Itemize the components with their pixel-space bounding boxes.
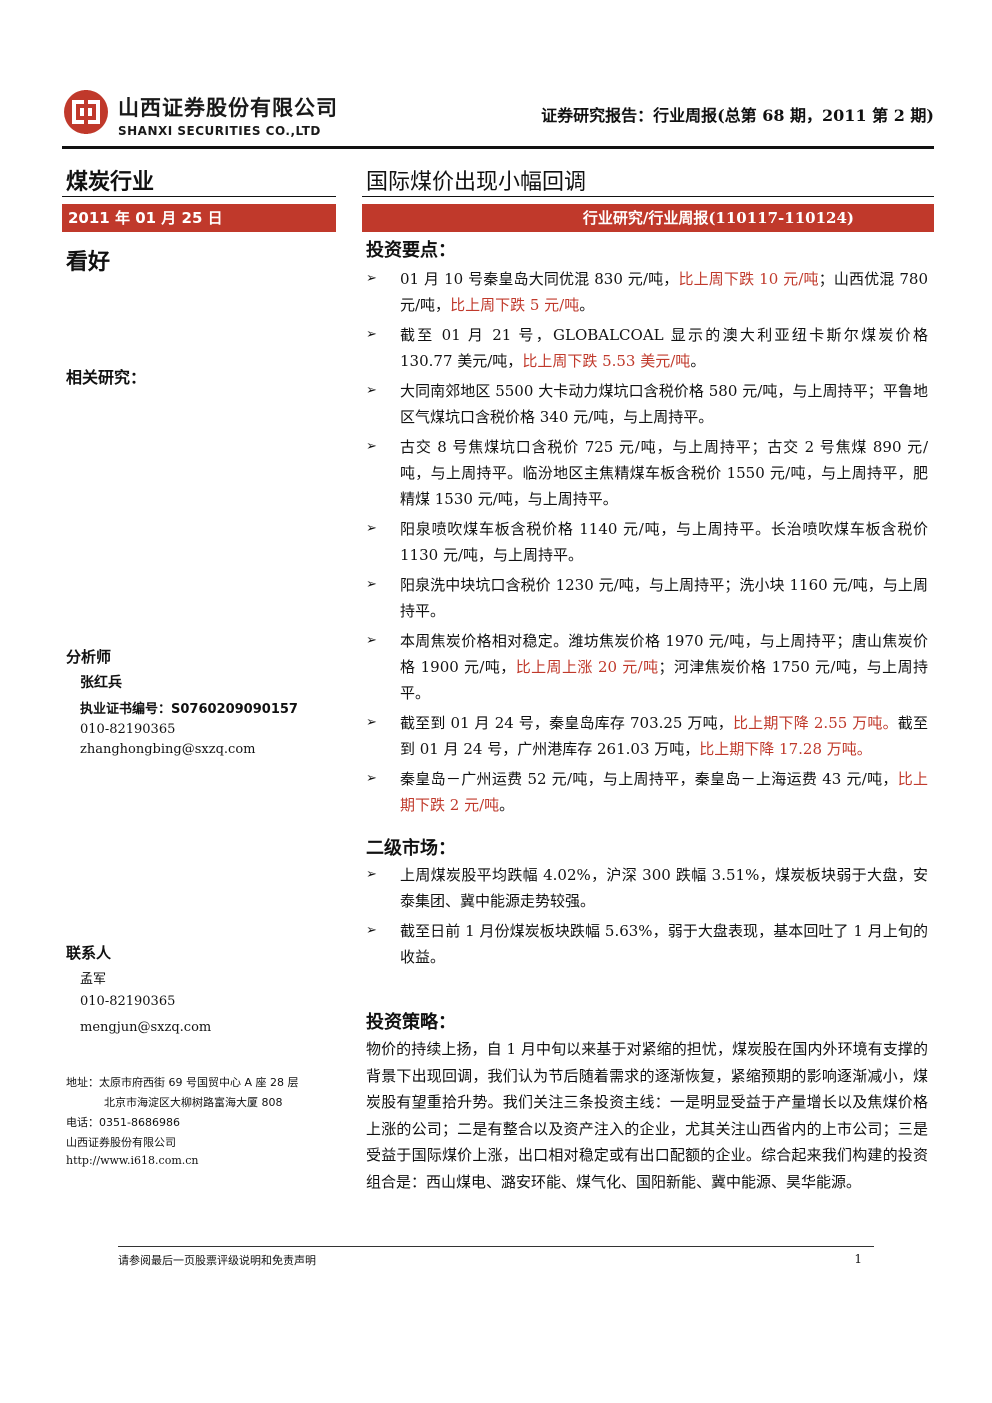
bullet-item: ➢ 大同南郊地区 5500 大卡动力煤坑口含税价格 580 元/吨，与上周持平；平… — [366, 378, 928, 430]
report-date: 2011 年 01 月 25 日 — [62, 204, 336, 232]
bullet-text: 阳泉洗中块坑口含税价 1230 元/吨，与上周持平；洗小块 1160 元/吨，与… — [400, 576, 928, 620]
contact-email[interactable]: mengjun@sxzq.com — [80, 1020, 212, 1035]
report-headline: 国际煤价出现小幅回调 — [366, 170, 587, 195]
bullet-arrow-icon: ➢ — [366, 439, 377, 454]
bullet-text: 截至 01 月 21 号，GLOBALCOAL 显示的澳大利亚纽卡斯尔煤炭价格 … — [400, 326, 928, 370]
bullet-text: 秦皇岛－广州运费 52 元/吨，与上周持平，秦皇岛－上海运费 43 元/吨， — [400, 770, 898, 788]
address-line: 北京市海淀区大柳树路富海大厦 808 — [104, 1096, 283, 1109]
header-divider — [62, 146, 934, 149]
bullet-arrow-icon: ➢ — [366, 633, 377, 648]
bullet-text: 。 — [499, 796, 515, 814]
rating: 看好 — [66, 250, 111, 275]
footer-divider — [118, 1246, 874, 1247]
bullet-item: ➢ 秦皇岛－广州运费 52 元/吨，与上周持平，秦皇岛－上海运费 43 元/吨，比… — [366, 766, 928, 818]
bullet-text: 。 — [690, 352, 706, 370]
website-link[interactable]: http://www.i618.com.cn — [66, 1154, 199, 1167]
right-divider — [362, 196, 934, 197]
highlight-text: 比上期下降 17.28 万吨。 — [699, 740, 872, 758]
bullet-item: ➢ 01 月 10 号秦皇岛大同优混 830 元/吨，比上周下跌 10 元/吨；山… — [366, 266, 928, 318]
investment-points-heading: 投资要点： — [366, 240, 456, 261]
bullet-text: 截至日前 1 月份煤炭板块跌幅 5.63%，弱于大盘表现，基本回吐了 1 月上旬… — [400, 922, 928, 966]
disclaimer-note: 请参阅最后一页股票评级说明和免责声明 — [118, 1254, 316, 1267]
highlight-text: 比上周下跌 10 元/吨 — [678, 270, 819, 288]
contact-label: 联系人 — [66, 944, 112, 962]
bullet-text: ；山西优混 780 元/吨， — [400, 270, 929, 314]
address-line: 电话：0351-8686986 — [66, 1116, 180, 1129]
bullet-text: 截至到 01 月 24 号，广州港库存 261.03 万吨， — [400, 714, 928, 758]
bullet-text: 截至到 01 月 24 号，秦皇岛库存 703.25 万吨， — [400, 714, 733, 732]
bullet-text: 古交 8 号焦煤坑口含税价 725 元/吨，与上周持平；古交 2 号焦煤 890… — [400, 438, 928, 508]
company-name-cn: 山西证券股份有限公司 — [118, 96, 338, 120]
bullet-arrow-icon: ➢ — [366, 771, 377, 786]
analyst-label: 分析师 — [66, 648, 112, 666]
bullet-arrow-icon: ➢ — [366, 327, 377, 342]
highlight-text: 比上周下跌 5.53 美元/吨 — [522, 352, 691, 370]
highlight-text: 比上期下降 2.55 万吨。 — [733, 714, 898, 732]
analyst-certificate: 执业证书编号：S0760209090157 — [80, 702, 298, 717]
analyst-phone: 010-82190365 — [80, 722, 176, 737]
bullet-text: 01 月 10 号秦皇岛大同优混 830 元/吨， — [400, 270, 679, 288]
analyst-email[interactable]: zhanghongbing@sxzq.com — [80, 742, 256, 757]
strategy-paragraph: 物价的持续上扬，自 1 月中旬以来基于对紧缩的担忧，煤炭股在国内外环境有支撑的背… — [366, 1040, 928, 1191]
company-name-en: SHANXI SECURITIES CO.,LTD — [118, 124, 321, 138]
highlight-text: 比上期下跌 2 元/吨 — [400, 770, 928, 814]
bullet-arrow-icon: ➢ — [366, 577, 377, 592]
secondary-market-list: ➢ 上周煤炭股平均跌幅 4.02%，沪深 300 跌幅 3.51%，煤炭板块弱于大… — [366, 862, 928, 974]
bullet-text: 本周焦炭价格相对稳定。潍坊焦炭价格 1970 元/吨，与上周持平；唐山焦炭价格 … — [400, 632, 928, 676]
bullet-item: ➢ 截至日前 1 月份煤炭板块跌幅 5.63%，弱于大盘表现，基本回吐了 1 月上… — [366, 918, 928, 970]
bullet-arrow-icon: ➢ — [366, 383, 377, 398]
bullet-item: ➢ 上周煤炭股平均跌幅 4.02%，沪深 300 跌幅 3.51%，煤炭板块弱于大… — [366, 862, 928, 914]
highlight-text: 比上周上涨 20 元/吨 — [515, 658, 659, 676]
bullet-arrow-icon: ➢ — [366, 923, 377, 938]
bullet-text: 大同南郊地区 5500 大卡动力煤坑口含税价格 580 元/吨，与上周持平；平鲁… — [400, 382, 928, 426]
bullet-item: ➢ 阳泉喷吹煤车板含税价格 1140 元/吨，与上周持平。长治喷吹煤车板含税价 1… — [366, 516, 928, 568]
bullet-arrow-icon: ➢ — [366, 521, 377, 536]
address-line: 山西证券股份有限公司 — [66, 1136, 176, 1149]
bullet-item: ➢ 阳泉洗中块坑口含税价 1230 元/吨，与上周持平；洗小块 1160 元/吨，… — [366, 572, 928, 624]
bullet-item: ➢ 古交 8 号焦煤坑口含税价 725 元/吨，与上周持平；古交 2 号焦煤 89… — [366, 434, 928, 512]
strategy-heading: 投资策略： — [366, 1012, 456, 1033]
secondary-market-heading: 二级市场： — [366, 838, 456, 859]
left-divider — [62, 196, 336, 197]
bullet-arrow-icon: ➢ — [366, 715, 377, 730]
contact-name: 孟军 — [80, 972, 107, 987]
bullet-text: ；河津焦炭价格 1750 元/吨，与上周持平。 — [400, 658, 928, 702]
bullet-arrow-icon: ➢ — [366, 867, 377, 882]
analyst-name: 张红兵 — [80, 675, 122, 691]
bullet-text: 上周煤炭股平均跌幅 4.02%，沪深 300 跌幅 3.51%，煤炭板块弱于大盘… — [400, 866, 928, 910]
industry-title: 煤炭行业 — [66, 170, 155, 195]
bullet-item: ➢ 截至 01 月 21 号，GLOBALCOAL 显示的澳大利亚纽卡斯尔煤炭价格… — [366, 322, 928, 374]
bullet-text: 。 — [579, 296, 595, 314]
bullet-item: ➢ 截至到 01 月 24 号，秦皇岛库存 703.25 万吨，比上期下降 2.5… — [366, 710, 928, 762]
bullet-arrow-icon: ➢ — [366, 271, 377, 286]
report-title: 证券研究报告：行业周报(总第 68 期，2011 第 2 期) — [541, 106, 934, 125]
investment-points-list: ➢ 01 月 10 号秦皇岛大同优混 830 元/吨，比上周下跌 10 元/吨；山… — [366, 266, 928, 822]
company-logo — [64, 90, 108, 134]
bullet-item: ➢ 本周焦炭价格相对稳定。潍坊焦炭价格 1970 元/吨，与上周持平；唐山焦炭价格… — [366, 628, 928, 706]
bullet-text: 阳泉喷吹煤车板含税价格 1140 元/吨，与上周持平。长治喷吹煤车板含税价 11… — [400, 520, 928, 564]
related-research-label: 相关研究： — [66, 368, 147, 387]
address-line: 地址：太原市府西街 69 号国贸中心 A 座 28 层 — [66, 1076, 299, 1089]
contact-phone: 010-82190365 — [80, 994, 176, 1009]
report-subheader: 行业研究/行业周报(110117-110124) — [362, 204, 934, 232]
highlight-text: 比上周下跌 5 元/吨 — [450, 296, 580, 314]
page-number: 1 — [854, 1252, 862, 1266]
